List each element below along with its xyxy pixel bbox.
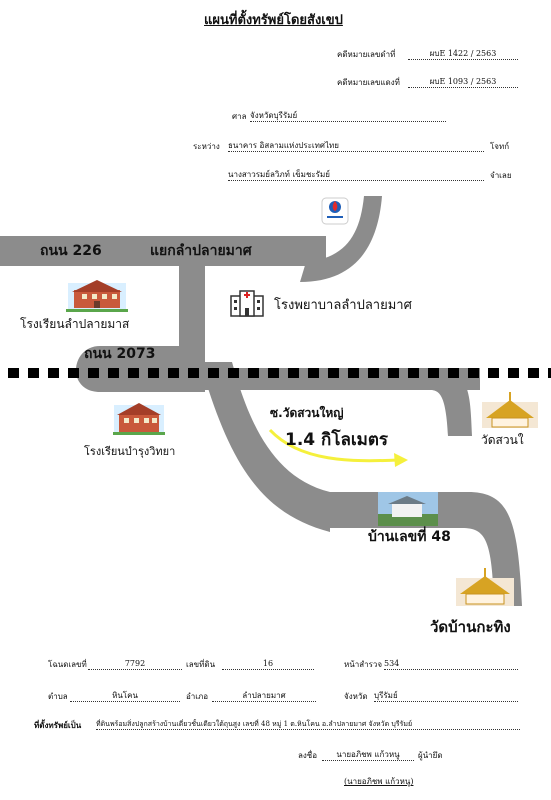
plaintiff-role: โจทก์ bbox=[490, 142, 510, 151]
junction-label: แยกลำปลายมาศ bbox=[150, 243, 252, 259]
deed-no-value: 7792 bbox=[88, 659, 182, 670]
road-226-curve bbox=[300, 196, 382, 282]
temple-1-label: วัดสวนใ bbox=[481, 433, 524, 447]
district-label: อำเภอ bbox=[186, 692, 209, 701]
temple-2-label: วัดบ้านกะทิง bbox=[430, 618, 511, 636]
road-east-curve bbox=[430, 368, 472, 436]
property-value: ที่ดินพร้อมสิ่งปลูกสร้างบ้านเดี่ยวชั้นเด… bbox=[96, 719, 520, 730]
road-2073-label: ถนน 2073 bbox=[84, 346, 156, 362]
black-case-label: คดีหมายเลขดำที่ bbox=[337, 50, 396, 59]
signer-value: นายอภิชพ แก้วหนู bbox=[322, 750, 414, 761]
land-no-label: เลขที่ดิน bbox=[186, 660, 216, 669]
district-value: ลำปลายมาศ bbox=[212, 691, 316, 702]
signer-print: (นายอภิชพ แก้วหนู) bbox=[344, 777, 414, 786]
red-case-value: ผบE 1093 / 2563 bbox=[408, 77, 518, 88]
page-title: แผนที่ตั้งทรัพย์โดยสังเขป bbox=[204, 13, 343, 28]
land-no-value: 16 bbox=[222, 659, 314, 670]
road-226 bbox=[0, 236, 326, 266]
survey-label: หน้าสำรวจ bbox=[344, 660, 383, 669]
temple-icon-2 bbox=[456, 568, 514, 606]
red-case-label: คดีหมายเลขแดงที่ bbox=[337, 78, 400, 87]
signer-role: ผู้นำยึด bbox=[418, 751, 443, 760]
sign-label: ลงชื่อ bbox=[298, 751, 318, 760]
subdistrict-label: ตำบล bbox=[48, 692, 68, 701]
defendant-value: นางสาวรมย์ลวิภท์ เข็มชะรัมย์ bbox=[228, 170, 484, 181]
property-label: ที่ตั้งทรัพย์เป็น bbox=[34, 720, 82, 730]
deed-no-label: โฉนดเลขที่ bbox=[48, 660, 87, 669]
between-label: ระหว่าง bbox=[193, 142, 220, 151]
distance-label: 1.4 กิโลเมตร bbox=[285, 430, 389, 450]
hospital-label: โรงพยาบาลลำปลายมาศ bbox=[274, 298, 412, 313]
plaintiff-value: ธนาคาร อิสลามแห่งประเทศไทย bbox=[228, 141, 484, 152]
arrow-head bbox=[394, 453, 408, 467]
road-2073 bbox=[75, 346, 205, 392]
house-label: บ้านเลขที่ 48 bbox=[368, 529, 451, 545]
survey-value: 534 bbox=[384, 659, 518, 670]
province-value: บุรีรัมย์ bbox=[374, 691, 518, 702]
school-2-label: โรงเรียนบำรุงวิทยา bbox=[84, 445, 176, 458]
court-label: ศาล bbox=[232, 112, 247, 121]
location-map bbox=[0, 196, 551, 606]
road-diagonal bbox=[200, 362, 330, 532]
road-226-label: ถนน 226 bbox=[40, 243, 102, 259]
vertical-road bbox=[179, 262, 205, 362]
school-icon-2 bbox=[113, 403, 165, 435]
black-case-value: ผบE 1422 / 2563 bbox=[408, 49, 518, 60]
soi-label: ซ.วัดสวนใหญ่ bbox=[270, 406, 344, 420]
temple-icon-1 bbox=[482, 392, 538, 428]
gas-station-icon bbox=[321, 197, 349, 225]
court-value: จังหวัดบุรีรัมย์ bbox=[250, 111, 446, 122]
subdistrict-value: หินโคน bbox=[70, 691, 180, 702]
distance-arrow bbox=[268, 428, 399, 463]
hospital-icon bbox=[230, 290, 264, 317]
defendant-role: จำเลย bbox=[490, 171, 512, 180]
province-label: จังหวัด bbox=[344, 692, 368, 701]
school-icon-1 bbox=[66, 280, 128, 312]
house-photo bbox=[378, 492, 438, 526]
road-soi bbox=[318, 492, 522, 606]
school-1-label: โรงเรียนลำปลายมาส bbox=[20, 317, 130, 331]
